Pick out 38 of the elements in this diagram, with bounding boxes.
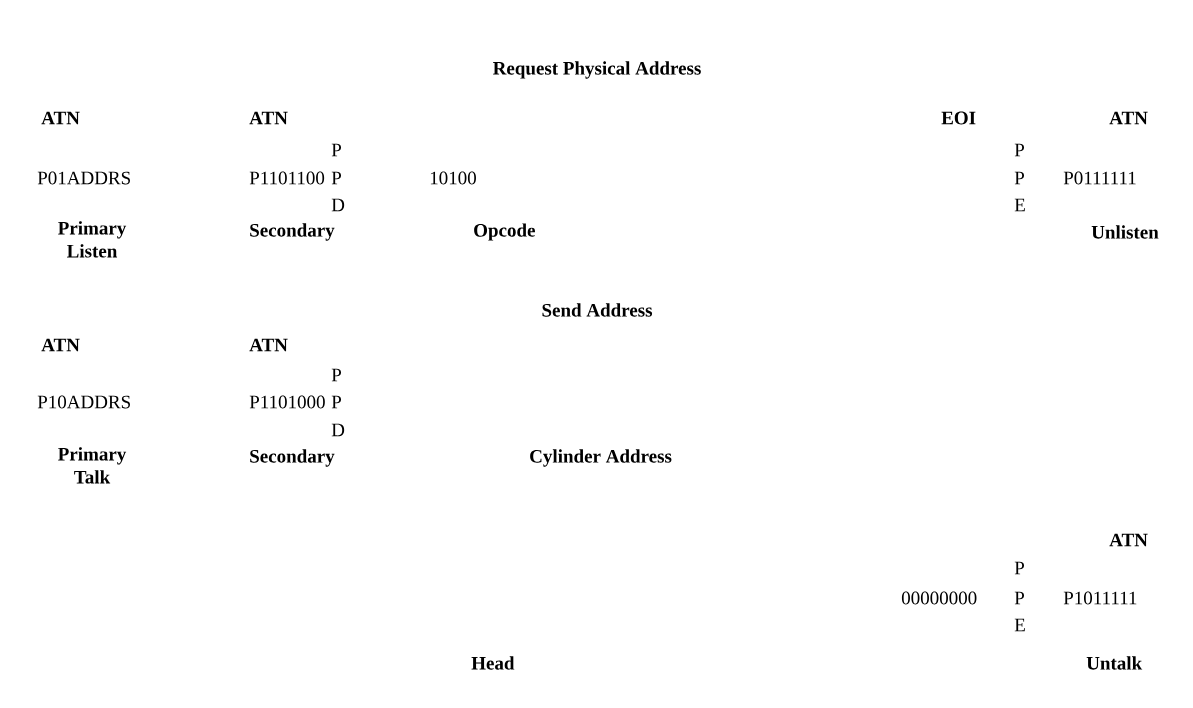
bit-pattern: P01ADDRS (37, 171, 130, 185)
bit-letter: P (1014, 143, 1024, 157)
bit-letter: E (1014, 198, 1025, 212)
signal-name: EOI (941, 111, 976, 125)
bit-pattern: P1011111 (1063, 591, 1137, 605)
field-name: Unlisten (1091, 225, 1159, 239)
signal-name: ATN (249, 111, 288, 125)
bit-pattern: P10ADDRS (37, 395, 130, 409)
bit-letter: P (1014, 591, 1024, 605)
bit-letter: P (1014, 561, 1024, 575)
bit-letter: P (331, 368, 341, 382)
section-heading: Request Physical Address (493, 61, 701, 79)
signal-name: ATN (41, 338, 80, 352)
bit-letter: D (331, 198, 345, 212)
signal-name: ATN (1109, 111, 1148, 125)
bit-letter: E (1014, 618, 1025, 632)
bit-letter: P (1014, 171, 1024, 185)
bit-pattern: P1101100 (249, 171, 325, 185)
signal-name: ATN (41, 111, 80, 125)
bit-pattern: P0111111 (1063, 171, 1136, 185)
field-name: Untalk (1086, 656, 1143, 670)
field-name: Head (471, 656, 515, 670)
field-name: Secondary (250, 223, 335, 241)
signal-name: ATN (1109, 533, 1148, 547)
bit-pattern: 00000000 (901, 591, 977, 605)
field-name: Primary Listen (58, 221, 127, 258)
signal-name: ATN (249, 338, 288, 352)
bit-letter: D (331, 423, 345, 437)
field-name: Primary Talk (58, 447, 127, 484)
bit-letter: P (331, 143, 341, 157)
section-heading: Send Address (542, 303, 653, 317)
bit-pattern: 10100 (430, 171, 476, 185)
field-name: Secondary (250, 449, 335, 467)
bit-letter: P (331, 395, 341, 409)
field-name: Cylinder Address (530, 449, 672, 467)
bit-pattern: P1101000 (249, 395, 325, 409)
bit-letter: P (331, 171, 341, 185)
field-name: Opcode (474, 223, 535, 241)
